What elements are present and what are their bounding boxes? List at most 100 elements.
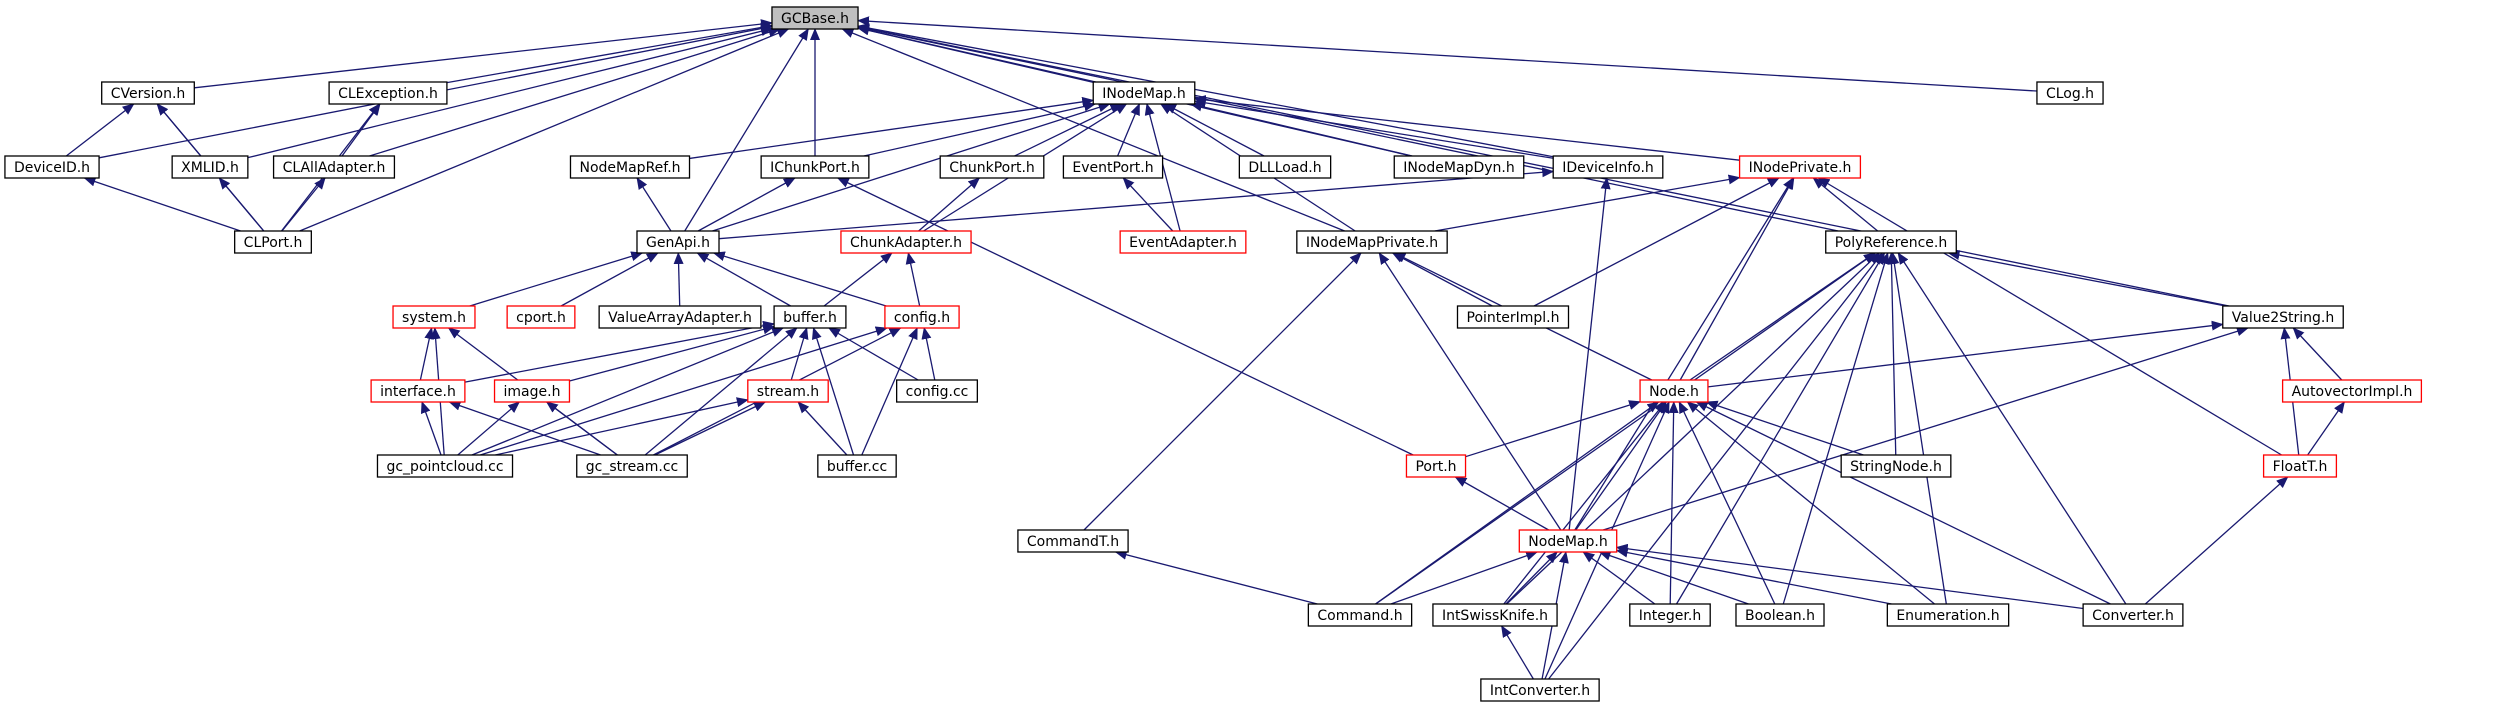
node-label: XMLID.h <box>181 160 239 176</box>
edge-inodemapdyn-to-inodemap <box>1189 101 1413 157</box>
node-label: EventPort.h <box>1072 160 1153 176</box>
node-eventadapter[interactable]: EventAdapter.h <box>1119 230 1247 254</box>
node-intconverter[interactable]: IntConverter.h <box>1480 678 1600 702</box>
node-command[interactable]: Command.h <box>1307 603 1413 627</box>
node-porth[interactable]: Port.h <box>1405 454 1467 478</box>
node-pointerimpl[interactable]: PointerImpl.h <box>1456 305 1570 329</box>
node-clexception[interactable]: CLException.h <box>328 81 448 105</box>
node-gcstream[interactable]: gc_stream.cc <box>576 454 688 478</box>
node-clog[interactable]: CLog.h <box>2036 81 2104 105</box>
node-cversion[interactable]: CVersion.h <box>101 81 195 105</box>
node-buffercc[interactable]: buffer.cc <box>817 454 897 478</box>
node-nodemapref[interactable]: NodeMapRef.h <box>569 155 691 179</box>
node-label: system.h <box>402 310 466 326</box>
node-box <box>4 155 100 179</box>
node-box <box>569 155 691 179</box>
node-bufferh[interactable]: buffer.h <box>773 305 847 329</box>
node-label: IntConverter.h <box>1490 683 1590 699</box>
node-box <box>2262 454 2338 478</box>
node-chunkport[interactable]: ChunkPort.h <box>939 155 1045 179</box>
node-box <box>1017 529 1129 553</box>
node-inodeprivate[interactable]: INodePrivate.h <box>1738 155 1862 179</box>
edge-converter-to-nodeh <box>1695 401 2111 605</box>
node-configh[interactable]: config.h <box>884 305 960 329</box>
node-clport[interactable]: CLPort.h <box>234 230 312 254</box>
node-label: GCBase.h <box>781 11 849 27</box>
edge-porth-to-nodeh <box>1465 400 1642 458</box>
node-valuearrayadapter[interactable]: ValueArrayAdapter.h <box>598 305 762 329</box>
node-box <box>884 305 960 329</box>
edge-pointerimpl-to-inodemapprivate <box>1391 252 1493 307</box>
node-interfaceh[interactable]: interface.h <box>370 379 466 403</box>
node-box <box>771 6 859 30</box>
node-converter[interactable]: Converter.h <box>2082 603 2184 627</box>
node-label: INodePrivate.h <box>1749 160 1852 176</box>
node-label: NodeMap.h <box>1528 534 1607 550</box>
node-box <box>1092 81 1196 105</box>
node-floatt[interactable]: FloatT.h <box>2262 454 2338 478</box>
node-box <box>506 305 576 329</box>
edge-configcc-to-bufferh <box>828 327 919 381</box>
node-chunkadapter[interactable]: ChunkAdapter.h <box>840 230 972 254</box>
node-box <box>747 379 829 403</box>
node-box <box>760 155 870 179</box>
node-enumeration[interactable]: Enumeration.h <box>1886 603 2010 627</box>
node-box <box>2281 379 2423 403</box>
edge-clog-to-gcbase <box>857 16 2037 92</box>
edge-gcpointcloud-to-imageh <box>457 401 520 456</box>
node-inodemapdyn[interactable]: INodeMapDyn.h <box>1393 155 1525 179</box>
edge-floatt-to-inodeprivate <box>1817 177 2282 456</box>
node-label: CLAllAdapter.h <box>283 160 386 176</box>
edge-genapi-to-nodemapref <box>636 177 672 232</box>
node-gcbase[interactable]: GCBase.h <box>771 6 859 30</box>
node-configcc[interactable]: config.cc <box>896 379 978 403</box>
node-cport[interactable]: cport.h <box>506 305 576 329</box>
edge-buffercc-to-streamh <box>797 401 848 456</box>
node-dllload[interactable]: DLLLoad.h <box>1238 155 1332 179</box>
node-boolean[interactable]: Boolean.h <box>1735 603 1825 627</box>
node-label: DLLLoad.h <box>1248 160 1321 176</box>
node-label: gc_stream.cc <box>586 459 679 475</box>
node-gcpointcloud[interactable]: gc_pointcloud.cc <box>376 454 514 478</box>
node-value2string[interactable]: Value2String.h <box>2222 305 2344 329</box>
node-label: cport.h <box>516 310 566 326</box>
node-systemh[interactable]: system.h <box>392 305 476 329</box>
node-label: GenApi.h <box>646 235 710 251</box>
node-xmlid[interactable]: XMLID.h <box>171 155 249 179</box>
node-label: EventAdapter.h <box>1129 235 1237 251</box>
node-clalladapter[interactable]: CLAllAdapter.h <box>272 155 396 179</box>
node-ichunkport[interactable]: IChunkPort.h <box>760 155 870 179</box>
node-stringnode[interactable]: StringNode.h <box>1840 454 1952 478</box>
edge-nodemap-to-ideviceinfo <box>1568 177 1611 531</box>
edge-ichunkport-to-inodemap <box>863 101 1097 157</box>
node-inodemapprivate[interactable]: INodeMapPrivate.h <box>1296 230 1448 254</box>
edge-eventadapter-to-inodemap <box>1144 103 1181 232</box>
node-box <box>939 155 1045 179</box>
node-streamh[interactable]: stream.h <box>747 379 829 403</box>
edge-stringnode-to-polyreference <box>1886 252 1897 456</box>
node-deviceid[interactable]: DeviceID.h <box>4 155 100 179</box>
node-box <box>1307 603 1413 627</box>
node-integer[interactable]: Integer.h <box>1629 603 1711 627</box>
node-box <box>773 305 847 329</box>
node-nodeh[interactable]: Node.h <box>1639 379 1709 403</box>
node-label: DeviceID.h <box>14 160 90 176</box>
edge-interfaceh-to-bufferh <box>464 320 776 383</box>
edge-nodemap-to-inodeprivate <box>1574 177 1794 531</box>
node-box <box>1840 454 1952 478</box>
node-eventport[interactable]: EventPort.h <box>1062 155 1164 179</box>
node-polyreference[interactable]: PolyReference.h <box>1825 230 1957 254</box>
node-inodemap[interactable]: INodeMap.h <box>1092 81 1196 105</box>
node-imageh[interactable]: image.h <box>493 379 571 403</box>
node-genapi[interactable]: GenApi.h <box>636 230 720 254</box>
node-ideviceinfo[interactable]: IDeviceInfo.h <box>1552 155 1664 179</box>
edge-genapi-to-ichunkport <box>697 177 796 232</box>
node-box <box>1735 603 1825 627</box>
node-autovectorimpl[interactable]: AutovectorImpl.h <box>2281 379 2423 403</box>
edge-converter-to-floatt <box>2144 476 2289 605</box>
node-intswissknife[interactable]: IntSwissKnife.h <box>1432 603 1558 627</box>
edge-eventport-to-inodemap <box>1117 103 1140 157</box>
node-nodemap[interactable]: NodeMap.h <box>1518 529 1618 553</box>
node-commandt[interactable]: CommandT.h <box>1017 529 1129 553</box>
